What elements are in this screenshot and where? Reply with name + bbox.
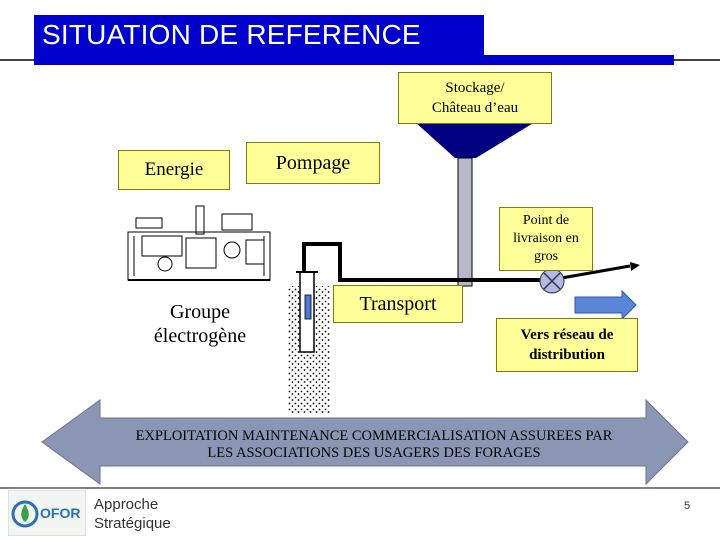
groupe-label-line1: Groupe — [170, 301, 230, 323]
pompage-label: Pompage — [246, 142, 380, 184]
reseau-label-line2: distribution — [529, 347, 605, 363]
water-tower-pipe — [457, 157, 473, 287]
storage-label: Stockage/ Château d’eau — [398, 72, 552, 124]
distribution-arrow — [574, 289, 637, 321]
ofor-logo: OFOR — [8, 490, 86, 536]
transport-label: Transport — [333, 285, 463, 323]
generator-icon — [127, 205, 271, 281]
water-tower-tank — [415, 122, 535, 158]
pump-icon — [304, 294, 312, 320]
pipe-main — [302, 242, 550, 282]
livraison-label-line1: Point de — [522, 213, 570, 228]
exploitation-text: EXPLOITATION MAINTENANCE COMMERCIALISATI… — [88, 428, 660, 462]
exploitation-text-line2: LES ASSOCIATIONS DES USAGERS DES FORAGES — [207, 445, 541, 461]
energie-label: Energie — [118, 150, 230, 190]
reseau-label-line1: Vers réseau de — [520, 327, 614, 343]
svg-text:OFOR: OFOR — [40, 505, 80, 521]
footer-line1: Approche — [94, 496, 159, 513]
exploitation-arrow — [41, 398, 689, 486]
title-bar — [34, 15, 484, 55]
livraison-label: Point de livraison en gros — [499, 207, 593, 271]
livraison-label-line3: gros — [533, 249, 559, 264]
groupe-label: Groupe électrogène — [120, 300, 280, 348]
groupe-label-line2: électrogène — [153, 325, 247, 347]
exploitation-text-line1: EXPLOITATION MAINTENANCE COMMERCIALISATI… — [135, 428, 613, 444]
pipe-arrowhead — [630, 262, 640, 271]
footer-caption: Approche Stratégique — [94, 495, 171, 533]
storage-label-line2: Château d’eau — [431, 100, 519, 116]
page-title: SITUATION DE REFERENCE — [42, 19, 421, 50]
storage-label-line1: Stockage/ — [445, 80, 505, 96]
footer-line2: Stratégique — [94, 515, 171, 532]
livraison-label-line2: livraison en — [513, 231, 579, 246]
page-number: 5 — [684, 500, 691, 512]
reseau-label: Vers réseau de distribution — [496, 318, 638, 372]
header-rule — [0, 55, 720, 65]
